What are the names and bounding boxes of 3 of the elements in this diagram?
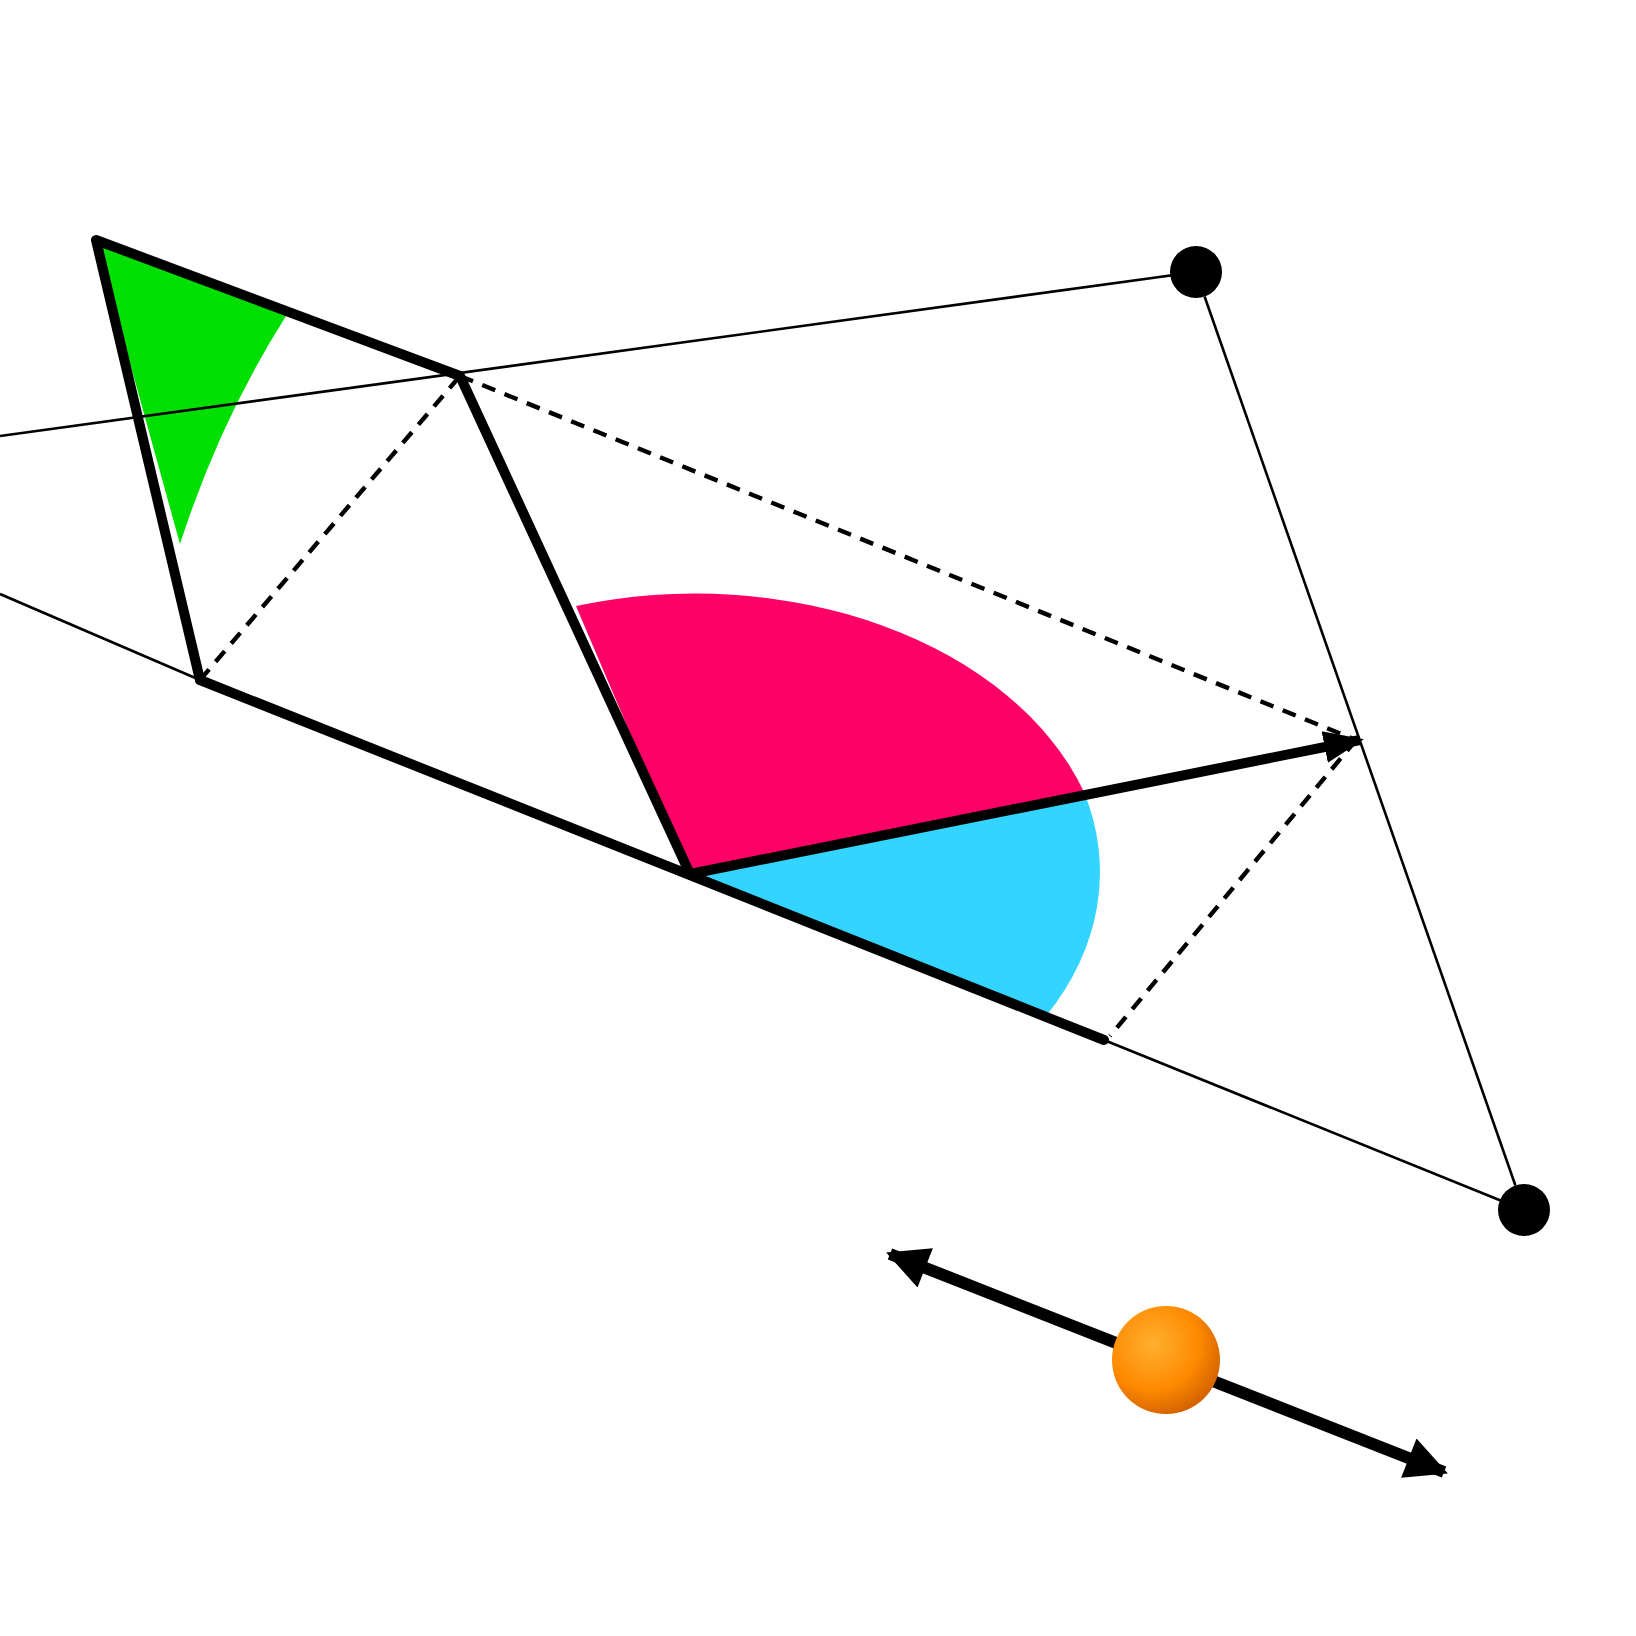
point-dot (1170, 246, 1222, 298)
point-dot (1498, 1184, 1550, 1236)
connector-line (1203, 296, 1517, 1186)
